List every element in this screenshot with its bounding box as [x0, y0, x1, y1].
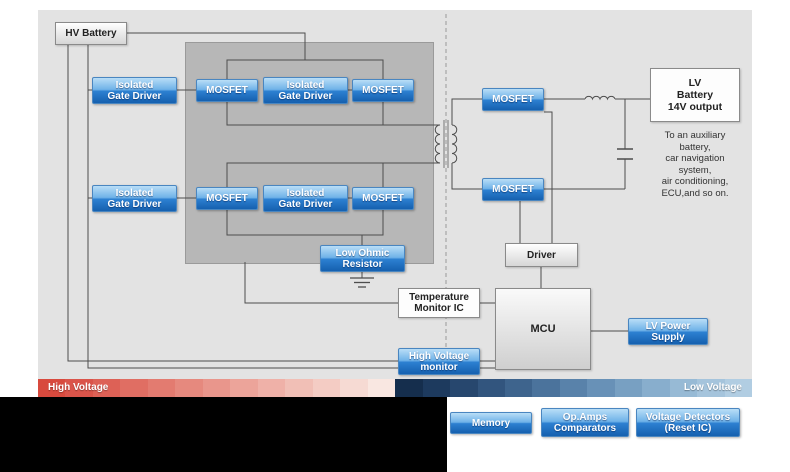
footer-button-memory[interactable]: Memory — [450, 412, 532, 434]
block-isolated-gate-driver-1[interactable]: Isolated Gate Driver — [92, 77, 177, 104]
black-footer-block — [0, 397, 447, 472]
block-hv-battery: HV Battery — [55, 22, 127, 45]
footer-button-voltage-detectors[interactable]: Voltage Detectors (Reset IC) — [636, 408, 740, 437]
block-high-voltage-monitor[interactable]: High Voltage monitor — [398, 348, 480, 375]
bridge-panel — [185, 42, 434, 264]
aux-devices-note: To an auxiliary battery, car navigation … — [661, 130, 729, 199]
block-low-ohmic-resistor[interactable]: Low Ohmic Resistor — [320, 245, 405, 272]
block-isolated-gate-driver-2[interactable]: Isolated Gate Driver — [263, 77, 348, 104]
high-voltage-label: High Voltage — [48, 382, 109, 393]
voltage-gradient-bar: High Voltage Low Voltage — [38, 379, 753, 397]
block-lv-battery-output: LV Battery 14V output — [650, 68, 740, 122]
voltage-gradient-segments — [38, 379, 753, 397]
block-lv-power-supply[interactable]: LV Power Supply — [628, 318, 708, 345]
block-mosfet-6[interactable]: MOSFET — [482, 178, 544, 201]
block-mosfet-5[interactable]: MOSFET — [482, 88, 544, 111]
low-voltage-label: Low Voltage — [683, 382, 742, 393]
block-mosfet-2[interactable]: MOSFET — [352, 79, 414, 102]
block-isolated-gate-driver-4[interactable]: Isolated Gate Driver — [263, 185, 348, 212]
block-driver: Driver — [505, 243, 578, 267]
block-mosfet-4[interactable]: MOSFET — [352, 187, 414, 210]
block-mcu: MCU — [495, 288, 591, 370]
footer-button-opamps-comparators[interactable]: Op.Amps Comparators — [541, 408, 629, 437]
block-mosfet-1[interactable]: MOSFET — [196, 79, 258, 102]
block-temperature-monitor-ic: Temperature Monitor IC — [398, 288, 480, 318]
block-mosfet-3[interactable]: MOSFET — [196, 187, 258, 210]
block-isolated-gate-driver-3[interactable]: Isolated Gate Driver — [92, 185, 177, 212]
